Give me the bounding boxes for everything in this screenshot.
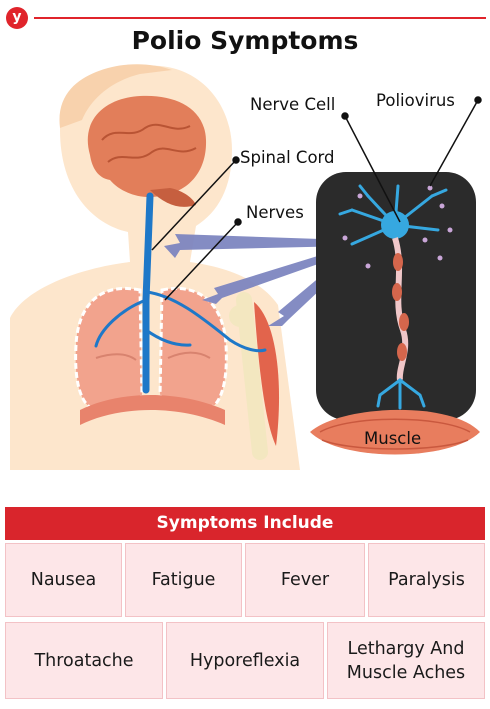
label-poliovirus: Poliovirus [376,91,455,110]
virus-particles [342,185,453,269]
muscle-shape [310,409,480,455]
label-nerves: Nerves [246,203,304,222]
symptom-cell-fatigue: Fatigue [125,543,242,617]
neuron [338,184,448,410]
page-title: Polio Symptoms [131,26,359,55]
nervous-system [94,192,267,394]
symptom-cell-fever: Fever [245,543,365,617]
symptom-cell-lethargy: Lethargy And Muscle Aches [327,622,485,699]
symptom-cell-throatache: Throatache [5,622,163,699]
lungs [74,287,228,425]
symptoms-header: Symptoms Include [5,507,485,540]
polio-illustration: Nerve Cell Poliovirus Spinal Cord Nerves… [10,64,482,471]
symptom-cell-hyporeflexia: Hyporeflexia [166,622,324,699]
arm [229,292,280,460]
symptom-cell-nausea: Nausea [5,543,122,617]
symptom-cell-paralysis: Paralysis [368,543,485,617]
label-muscle: Muscle [364,429,421,448]
brain [87,95,207,207]
label-nerve-cell: Nerve Cell [250,95,335,114]
top-divider [34,17,486,19]
leader-lines [151,96,482,301]
label-spinal-cord: Spinal Cord [240,148,335,167]
brand-logo: y [6,7,28,29]
